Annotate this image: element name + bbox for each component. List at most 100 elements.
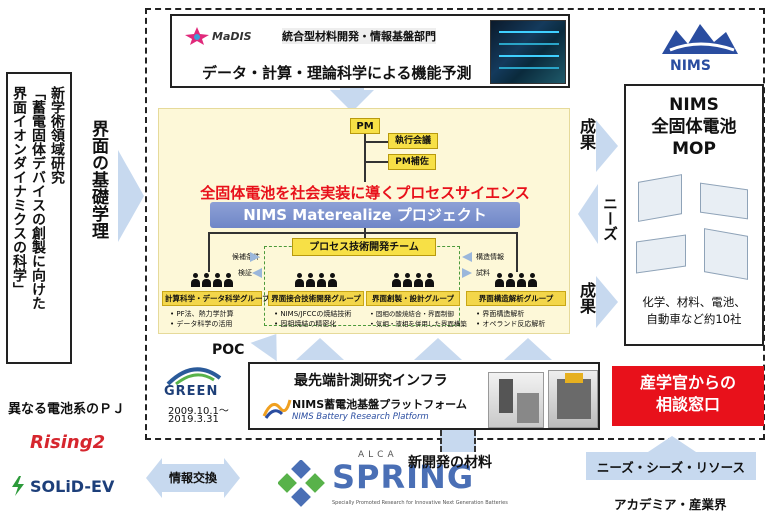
nims-logo-text: NIMS xyxy=(670,58,711,74)
right-note-arrow-2 xyxy=(462,268,472,278)
tree-line-g1 xyxy=(208,232,210,272)
alca-text: ALCA xyxy=(358,450,398,460)
left-research-box: 新学術領域研究 「蓄電固体デバイスの創製に向けた 界面イオンダイナミクスの科学」 xyxy=(6,72,72,364)
infra-connector xyxy=(440,430,476,452)
infra-up-arrow-2 xyxy=(414,338,462,360)
consult-box: 産学官からの 相談窓口 xyxy=(612,366,764,426)
mop-box: NIMS 全固体電池 MOP 化学、材料、電池、 自動車など約10社 xyxy=(624,84,764,346)
platform-en: NIMS Battery Research Platform xyxy=(292,412,429,422)
group-3-people xyxy=(366,272,460,291)
platform-jp: NIMS蓄電池基盤プラットフォーム xyxy=(292,398,467,411)
lightning-icon xyxy=(12,476,24,496)
group-4-bullet-1: 界面構造解析 xyxy=(482,310,525,318)
mop-title-1: NIMS xyxy=(669,95,719,115)
spring-subtitle: Specially Promoted Research for Innovati… xyxy=(332,500,508,506)
result-bottom-arrow xyxy=(596,276,618,328)
left-note-2: 検証 xyxy=(238,269,252,277)
right-note-1: 構造情報 xyxy=(476,253,504,261)
other-pj-label: 異なる電池系のＰＪ xyxy=(8,402,126,417)
academia-label: アカデミア・産業界 xyxy=(614,497,727,512)
project-title: NIMS Materealize プロジェクト xyxy=(243,206,487,224)
group-3-bullets: • 固相の酸焼結合・界面制御 • 気相・液相を併用した界面構築 xyxy=(370,310,467,328)
left-note-arrow-2 xyxy=(252,268,262,278)
interface-fundamentals-label: 界面の基礎学理 xyxy=(88,120,108,239)
group-2: 界面接合技術開発グループ • NIMS/JFCCの焼結技術 • 固相焼結の精密化 xyxy=(268,272,364,329)
green-arc-icon xyxy=(166,367,222,386)
spring-logo: ALCA SPRING Specially Promoted Research … xyxy=(278,448,508,520)
result-top-arrow xyxy=(596,120,618,172)
exec-meeting-box: 執行会議 xyxy=(388,133,438,149)
group-4-bullets: • 界面構造解析 • オペランド反応解析 xyxy=(476,310,546,328)
team-label: プロセス技術開発チーム xyxy=(292,238,436,256)
building-icon-3 xyxy=(636,234,686,274)
left-line-1: 新学術領域研究 xyxy=(49,86,65,184)
madis-logo-text: MaDIS xyxy=(212,29,252,43)
infra-up-arrow-3 xyxy=(504,338,552,360)
group-4-people xyxy=(466,272,566,291)
nims-mountain-icon xyxy=(662,24,738,54)
group-4-bullet-2: オペランド反応解析 xyxy=(482,320,546,328)
needs-label: ニーズ xyxy=(601,196,619,241)
building-icon-2 xyxy=(700,182,748,220)
group-1-bullet-2: データ科学の活用 xyxy=(176,320,233,328)
group-1-bullet-1: PF法、熱力学計算 xyxy=(176,310,234,318)
group-2-bullets: • NIMS/JFCCの焼結技術 • 固相焼結の精密化 xyxy=(274,310,352,328)
right-note-arrow-1 xyxy=(462,252,472,262)
left-note-arrow-1 xyxy=(250,252,260,262)
group-3-bullet-2: 気相・液相を併用した界面構築 xyxy=(375,320,467,328)
left-arrow xyxy=(118,150,144,242)
mop-title-2: 全固体電池 xyxy=(651,117,737,137)
group-4-label: 界面構造解析グループ xyxy=(466,291,566,306)
instrument-photo-1 xyxy=(488,372,544,428)
madis-down-arrow-stem xyxy=(340,88,364,94)
mop-title-3: MOP xyxy=(672,139,716,159)
mop-desc: 化学、材料、電池、 自動車など約10社 xyxy=(626,294,762,328)
green-logo: GREEN 2009.10.1～ 2019.3.31 xyxy=(160,364,240,426)
group-1-people xyxy=(162,272,262,291)
project-title-bar: NIMS Materealize プロジェクト xyxy=(210,202,520,228)
pm-assistant-box: PM補佐 xyxy=(388,154,436,170)
madis-subtitle: データ・計算・理論科学による機能予測 xyxy=(202,64,472,82)
result-top-label: 成果 xyxy=(577,118,596,150)
mop-desc-2: 自動車など約10社 xyxy=(646,312,742,326)
group-1-bullets: • PF法、熱力学計算 • データ科学の活用 xyxy=(170,310,234,328)
tree-line-g4 xyxy=(516,232,518,272)
left-line-2: 「蓄電固体デバイスの創製に向けた xyxy=(30,86,46,310)
group-3-label: 界面創製・設計グループ xyxy=(366,291,460,306)
tree-line-vertical xyxy=(364,228,366,240)
new-materials-label: 新開発の材料 xyxy=(408,455,492,471)
group-3-bullet-1: 固相の酸焼結合・界面制御 xyxy=(375,310,454,318)
group-1-label: 計算科学・データ科学グループ xyxy=(162,291,270,306)
madis-down-arrow xyxy=(330,90,374,112)
group-2-bullet-1: NIMS/JFCCの焼結技術 xyxy=(280,310,352,318)
madis-logo: MaDIS xyxy=(184,26,252,46)
needs-seeds-arrow: ニーズ・シーズ・リソース xyxy=(578,436,764,480)
rising2-logo: Rising2 xyxy=(30,432,120,460)
right-note-2: 試料 xyxy=(476,269,490,277)
left-note-1: 候補条件 xyxy=(232,253,260,261)
mop-title: NIMS 全固体電池 MOP xyxy=(626,94,762,160)
pm-line-right2 xyxy=(364,161,388,163)
pm-line-right xyxy=(364,141,388,143)
madis-box: MaDIS 統合型材料開発・情報基盤部門 データ・計算・理論科学による機能予測 xyxy=(170,14,570,88)
madis-dept: 統合型材料開発・情報基盤部門 xyxy=(282,28,436,44)
red-title: 全固体電池を社会実装に導くプロセスサイエンス xyxy=(200,184,530,202)
green-date-1: 2009.10.1～ xyxy=(168,406,229,417)
green-name: GREEN xyxy=(164,384,219,399)
exchange-label: 情報交換 xyxy=(168,471,217,485)
needs-arrow xyxy=(578,184,598,244)
group-2-label: 界面接合技術開発グループ xyxy=(268,291,364,306)
building-icon-4 xyxy=(704,228,748,280)
group-4: 界面構造解析グループ • 界面構造解析 • オペランド反応解析 xyxy=(466,272,566,329)
exchange-arrow: 情報交換 xyxy=(146,458,240,498)
group-2-people xyxy=(268,272,364,291)
building-icon-1 xyxy=(638,174,682,222)
group-3: 界面創製・設計グループ • 固相の酸焼結合・界面制御 • 気相・液相を併用した界… xyxy=(366,272,467,329)
pm-box: PM xyxy=(350,118,380,134)
group-2-bullet-2: 固相焼結の精密化 xyxy=(280,320,337,328)
green-date-2: 2019.3.31 xyxy=(168,414,219,425)
left-research-text: 新学術領域研究 「蓄電固体デバイスの創製に向けた 界面イオンダイナミクスの科学」 xyxy=(9,86,66,356)
tree-line-horizontal xyxy=(208,232,518,234)
consult-line-2: 相談窓口 xyxy=(655,395,720,414)
solid-ev-text: SOLiD-EV xyxy=(30,476,115,496)
